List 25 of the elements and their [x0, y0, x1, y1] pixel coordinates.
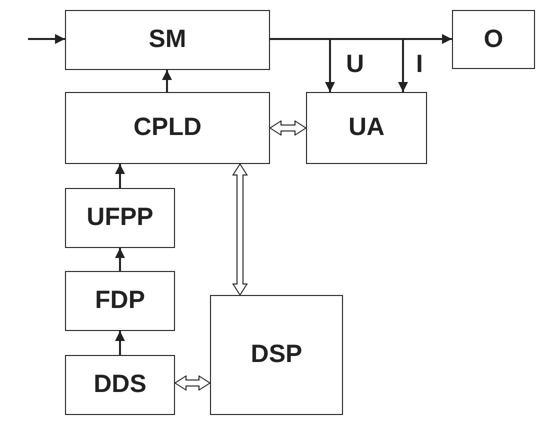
- block-label: CPLD: [133, 112, 202, 144]
- block-box: [65, 92, 270, 164]
- block-label: UA: [348, 112, 385, 144]
- arrow: [28, 34, 65, 44]
- block-label: DSP: [250, 339, 302, 370]
- block-box: [65, 188, 175, 248]
- arrow: [270, 38, 408, 92]
- arrow: [115, 331, 125, 355]
- block-label: DDS: [94, 369, 146, 400]
- double-arrow: [174, 375, 211, 391]
- arrow: [115, 248, 125, 271]
- double-arrow: [269, 120, 307, 136]
- block-label: SM: [148, 24, 186, 56]
- double-arrow: [232, 163, 248, 296]
- block-label: FDP: [95, 285, 145, 316]
- block-box: [65, 355, 175, 415]
- block-box: [210, 295, 343, 415]
- block-label: O: [484, 24, 504, 55]
- arrow: [115, 164, 125, 188]
- block-box: [65, 10, 270, 70]
- block-box: [452, 10, 535, 69]
- arrow: [162, 70, 172, 92]
- block-box: [306, 92, 427, 164]
- block-box: [65, 271, 175, 331]
- block-label: UFPP: [86, 202, 154, 234]
